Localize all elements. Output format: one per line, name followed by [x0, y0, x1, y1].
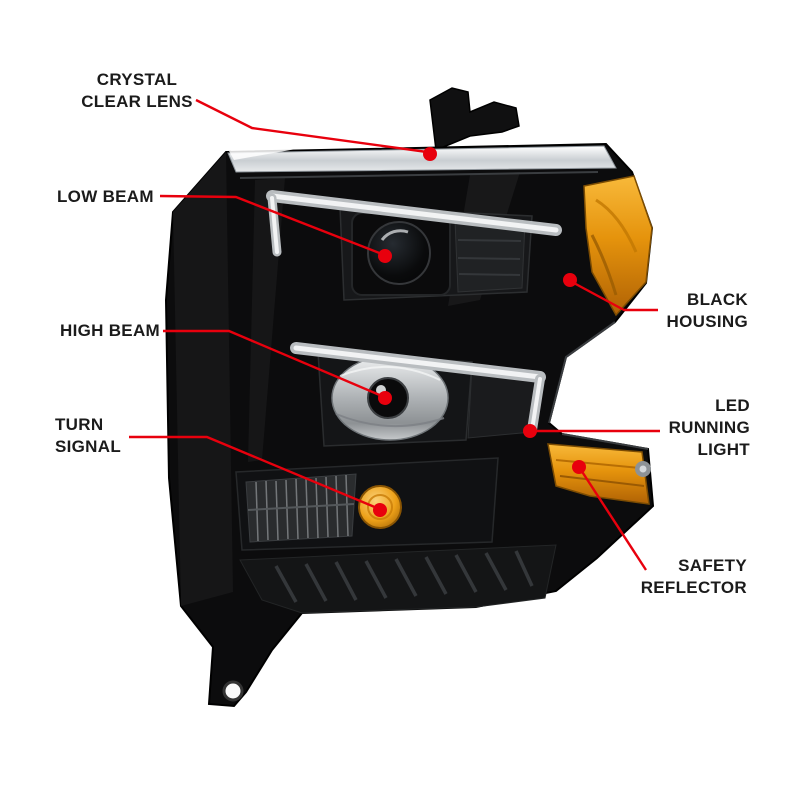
flute-lines	[255, 474, 349, 542]
callout-high-beam	[163, 329, 392, 405]
drl-hook-upper-core	[270, 196, 279, 254]
turn-signal-bulb-ring	[367, 494, 393, 520]
callout-dot-turn-signal	[373, 503, 387, 517]
mounting-tab-top	[429, 87, 520, 152]
callout-label-high-beam: HIGH BEAM	[60, 321, 160, 340]
callout-label-black-housing: BLACK HOUSING	[666, 290, 748, 331]
callout-line-low-beam	[159, 194, 383, 256]
callout-label-turn-signal: TURN SIGNAL	[55, 415, 122, 456]
callout-safety-reflector	[572, 460, 648, 571]
callout-dot-high-beam	[378, 391, 392, 405]
callout-line-high-beam	[163, 329, 383, 398]
amber-ridge	[555, 459, 641, 469]
mounting-bolt-hole	[222, 680, 244, 702]
callout-dot-safety-reflector	[572, 460, 586, 474]
callout-black-housing	[563, 273, 658, 312]
amber-ridge	[590, 234, 618, 296]
bowl-facet	[339, 365, 441, 381]
callout-line-black-housing	[571, 280, 658, 312]
callout-dot-crystal-clear-lens	[423, 147, 437, 161]
callout-led-running-light	[523, 424, 660, 438]
adjuster-screw	[635, 461, 651, 477]
rib-grooves	[274, 550, 534, 603]
callout-line-safety-reflector	[579, 469, 648, 571]
facet-line	[457, 239, 522, 242]
bowl-facet	[335, 413, 445, 428]
callout-dot-low-beam	[378, 249, 392, 263]
drl-bar-lower-end-core	[530, 377, 542, 432]
led-drl-bars	[266, 190, 562, 435]
side-marker-amber-upper	[583, 175, 653, 317]
amber-upper-shape	[583, 175, 653, 317]
screw-center	[639, 465, 647, 473]
lens-strip-highlight	[229, 136, 307, 160]
drl-bar-lower-core	[293, 345, 543, 380]
callout-dot-black-housing	[563, 273, 577, 287]
callout-label-safety-reflector: SAFETY REFLECTOR	[640, 556, 747, 597]
facet-line	[458, 273, 521, 276]
headlight-illustration	[164, 87, 655, 708]
callout-turn-signal	[129, 435, 387, 517]
low-beam-module	[339, 206, 533, 301]
rib-panel	[239, 544, 557, 614]
callout-crystal-clear-lens	[195, 98, 437, 161]
left-face-shade	[173, 152, 233, 606]
crystal-lens-top-strip	[227, 145, 617, 173]
callout-lines	[129, 98, 660, 571]
projector-lens-highlight	[380, 229, 409, 241]
flute-midline	[247, 503, 355, 511]
callout-line-turn-signal	[129, 435, 378, 510]
drl-bar-upper-core	[269, 193, 559, 233]
callout-low-beam	[159, 194, 392, 263]
callout-label-led-running-light: LED RUNNING LIGHT	[668, 396, 750, 459]
bottom-ribbed-section	[239, 544, 557, 614]
callout-label-low-beam: LOW BEAM	[57, 187, 154, 206]
amber-ridge	[559, 475, 645, 487]
amber-ridge	[595, 198, 638, 253]
housing-structure-lines	[239, 171, 649, 450]
callout-line-crystal-clear-lens	[195, 98, 428, 154]
safety-reflector-amber	[547, 443, 650, 505]
callout-dot-led-running-light	[523, 424, 537, 438]
amber-lower-shape	[547, 443, 650, 505]
callout-label-crystal-clear-lens: CRYSTAL CLEAR LENS	[81, 70, 193, 111]
facet-line	[457, 257, 521, 260]
